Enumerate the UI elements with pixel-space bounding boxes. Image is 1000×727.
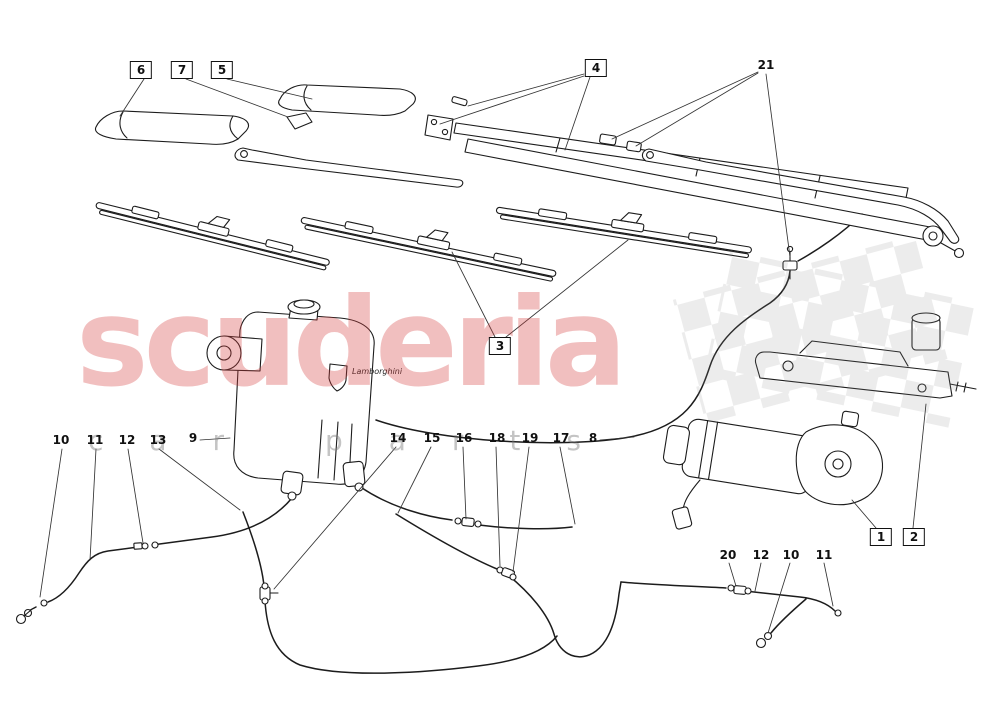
reservoir-front-pump xyxy=(206,335,263,372)
wiper-arm-right xyxy=(641,148,960,244)
callout-17: 17 xyxy=(552,431,570,445)
wiper-arm-cover-left xyxy=(94,110,250,145)
callout-12-left: 12 xyxy=(118,433,136,447)
t-connector xyxy=(259,582,279,605)
callout-10-right: 10 xyxy=(782,548,800,562)
callout-4: 4 xyxy=(584,59,608,77)
callout-12-right: 12 xyxy=(752,548,770,562)
wiper-blade-left xyxy=(95,202,330,271)
callout-2: 2 xyxy=(902,528,926,546)
wiper-arm-cover-upper xyxy=(278,84,416,116)
callout-11-right: 11 xyxy=(815,548,833,562)
callout-5: 5 xyxy=(210,61,234,79)
callout-21: 21 xyxy=(757,58,775,72)
hose-connectors xyxy=(15,517,842,649)
callout-8: 8 xyxy=(588,431,598,445)
arm-clip xyxy=(286,112,313,130)
callout-9: 9 xyxy=(188,431,198,445)
inline-coupler-right xyxy=(727,584,752,595)
leader-lines xyxy=(39,71,927,634)
callout-20: 20 xyxy=(719,548,737,562)
inline-coupler-18 xyxy=(496,566,517,581)
wiper-blade-middle xyxy=(300,217,557,282)
wiper-arm-left xyxy=(234,147,464,188)
checkered-flag-watermark xyxy=(672,235,975,428)
callout-11-left: 11 xyxy=(86,433,104,447)
lamborghini-badge: Lamborghini xyxy=(328,363,403,392)
callout-15: 15 xyxy=(423,431,441,445)
callout-16: 16 xyxy=(455,431,473,445)
washer-pump-left xyxy=(280,470,304,501)
wiper-blade-right xyxy=(495,206,752,259)
callout-14: 14 xyxy=(389,431,407,445)
callout-3: 3 xyxy=(488,337,512,355)
callout-10-left: 10 xyxy=(52,433,70,447)
washer-pump-right xyxy=(342,460,366,492)
left-washer-jet xyxy=(15,608,33,625)
callout-7: 7 xyxy=(170,61,194,79)
inline-coupler-16 xyxy=(454,517,482,528)
callout-18: 18 xyxy=(488,431,506,445)
right-washer-jet xyxy=(755,631,773,649)
wiper-motor xyxy=(662,410,884,530)
callout-13: 13 xyxy=(149,433,167,447)
washer-reservoir: Lamborghini xyxy=(206,299,403,501)
badge-text: Lamborghini xyxy=(352,367,403,376)
callout-1: 1 xyxy=(869,528,893,546)
callout-6: 6 xyxy=(129,61,153,79)
reservoir-cap xyxy=(287,299,321,321)
motor-connector xyxy=(671,506,693,530)
callout-19: 19 xyxy=(521,431,539,445)
